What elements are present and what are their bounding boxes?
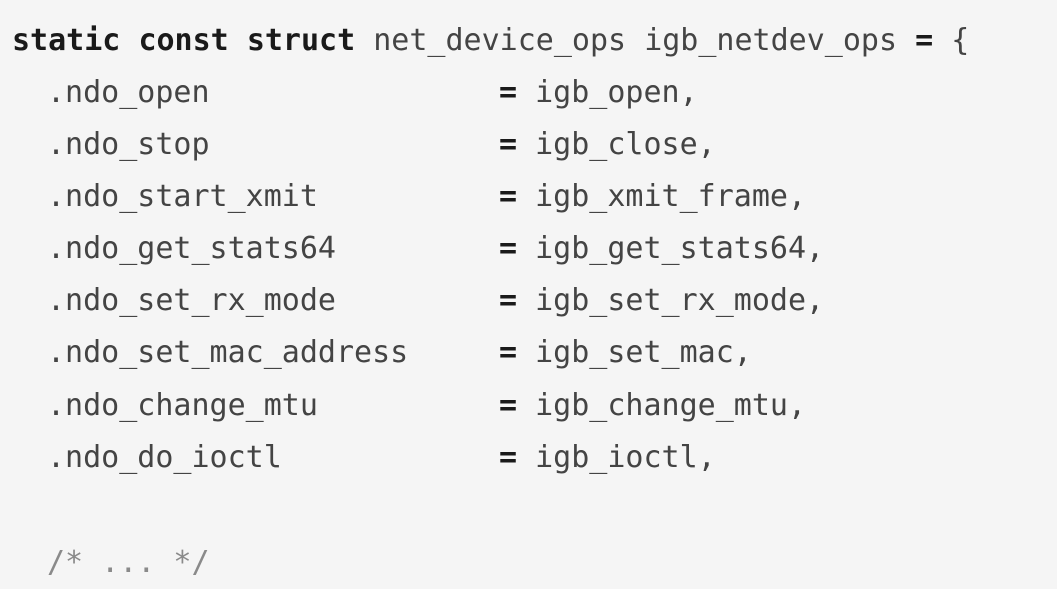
field-assign: =	[499, 440, 518, 475]
field-line: .ndo_change_mtu = igb_change_mtu,	[47, 380, 806, 432]
field-assign: =	[499, 75, 518, 110]
field-assign: =	[499, 283, 518, 318]
field-value: igb_ioctl,	[535, 440, 716, 475]
keyword-struct: struct	[246, 23, 356, 58]
assign-operator: =	[915, 23, 934, 58]
field-value: igb_get_stats64,	[535, 231, 825, 266]
field-name: .ndo_get_stats64	[47, 231, 336, 266]
field-name: .ndo_do_ioctl	[47, 440, 282, 475]
field-line: .ndo_set_mac_address = igb_set_mac,	[47, 327, 752, 379]
field-name: .ndo_open	[47, 75, 210, 110]
field-name: .ndo_start_xmit	[47, 179, 318, 214]
field-line: .ndo_do_ioctl = igb_ioctl,	[47, 432, 716, 484]
type-name: net_device_ops	[373, 23, 627, 58]
field-line: .ndo_start_xmit = igb_xmit_frame,	[47, 171, 806, 223]
field-line: .ndo_open = igb_open,	[47, 67, 698, 119]
field-assign: =	[499, 335, 518, 370]
field-value: igb_close,	[535, 127, 716, 162]
field-value: igb_open,	[535, 75, 698, 110]
field-line: .ndo_get_stats64 = igb_get_stats64,	[47, 223, 824, 275]
keyword-static: static	[12, 23, 121, 58]
field-assign: =	[499, 127, 518, 162]
field-assign: =	[499, 179, 518, 214]
field-name: .ndo_change_mtu	[47, 388, 318, 423]
keyword-const: const	[138, 23, 229, 58]
field-value: igb_change_mtu,	[535, 388, 807, 423]
field-line: .ndo_set_rx_mode = igb_set_rx_mode,	[47, 275, 824, 327]
field-name: .ndo_stop	[47, 127, 210, 162]
code-comment: /* ... */	[47, 545, 210, 580]
struct-declaration-line: static const struct net_device_ops igb_n…	[12, 15, 969, 67]
field-value: igb_set_rx_mode,	[535, 283, 825, 318]
field-value: igb_xmit_frame,	[535, 179, 807, 214]
open-brace: {	[951, 23, 970, 58]
field-assign: =	[499, 388, 518, 423]
field-assign: =	[499, 231, 518, 266]
field-name: .ndo_set_rx_mode	[47, 283, 336, 318]
field-name: .ndo_set_mac_address	[47, 335, 409, 370]
field-line: .ndo_stop = igb_close,	[47, 119, 716, 171]
variable-name: igb_netdev_ops	[644, 23, 898, 58]
field-value: igb_set_mac,	[535, 335, 752, 370]
